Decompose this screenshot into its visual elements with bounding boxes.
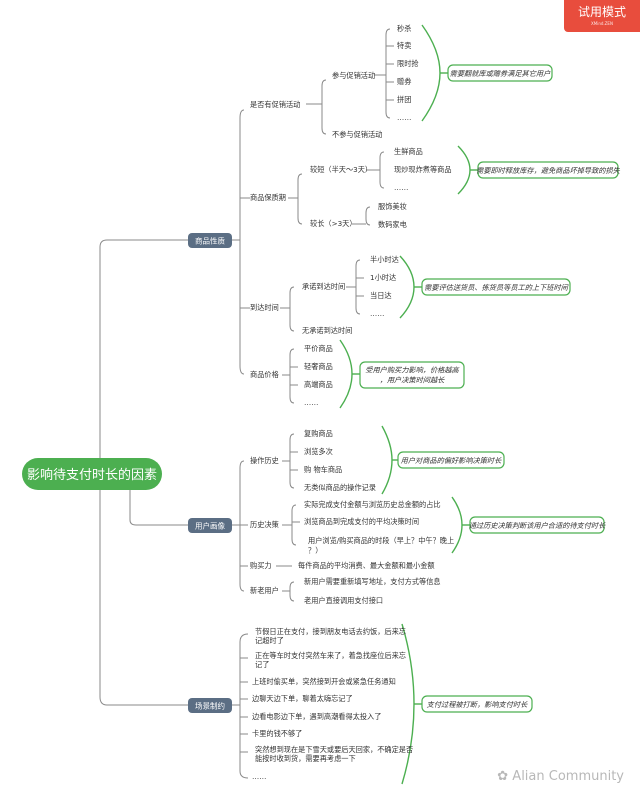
wechat-icon: ✿ <box>497 769 513 784</box>
shelf-long-item: 服饰美妆 <box>378 202 407 211</box>
scene-item: 卡里的钱不够了 <box>252 729 302 738</box>
arrival-item: 当日达 <box>370 291 392 300</box>
newold-label: 新老用户 <box>250 586 279 595</box>
price-note-line-1: 受用户购买力影响，价格越高 <box>365 366 460 375</box>
scene-item-line: 记了 <box>255 660 269 669</box>
scene-item: …… <box>252 772 266 781</box>
shelf-note-box <box>477 161 619 179</box>
scene-item-line: 正在等车时支付突然车来了，着急找座位后来忘 <box>255 651 406 660</box>
promo-label: 是否有促销活动 <box>250 100 300 109</box>
scene-item: 上班时偷买单，突然接到开会或紧急任务通知 <box>252 677 396 686</box>
shelf-short-item: …… <box>394 183 408 192</box>
promo-item: 秒杀 <box>397 24 411 33</box>
trial-mode-badge: 试用模式 XMind.ZEN <box>564 0 640 32</box>
community-watermark-text: Alian Community <box>512 769 624 784</box>
promo-item: 拼团 <box>397 95 411 104</box>
promo-note: 需要翻就库或赠券满足其它用户 <box>450 69 551 78</box>
promo-item: 特卖 <box>397 41 411 50</box>
trial-mode-label: 试用模式 <box>577 5 626 19</box>
promo-item: 限时抢 <box>397 59 419 68</box>
history-note: 用户对商品的偏好影响决策时长 <box>401 456 502 465</box>
decision-item: 实际完成支付金额与浏览历史总金额的占比 <box>304 500 441 509</box>
arrival-item: 半小时达 <box>370 255 399 264</box>
arrival-label: 到达时间 <box>250 303 279 312</box>
promo-yes-label: 参与促销活动 <box>332 71 375 80</box>
newold-item: 新用户需要重新填写地址，支付方式等信息 <box>304 577 441 586</box>
arrival-no-label: 无承诺到达时间 <box>302 326 352 335</box>
price-note-line-2: ，用户决策时间越长 <box>380 376 446 385</box>
arrival-note: 需要评估送货员、拣货员等员工的上下班时间 <box>424 283 569 292</box>
root-node <box>22 458 162 490</box>
scene-item-line: 节假日正在支付，接到朋友电话去约饭，后来忘 <box>255 627 406 636</box>
newold-item: 老用户直接调用支付接口 <box>304 596 383 605</box>
summary-brackets <box>339 24 478 785</box>
history-item: 无类似商品的操作记录 <box>304 483 376 492</box>
arrival-item: …… <box>370 309 384 318</box>
arrival-item: 1小时达 <box>370 273 396 282</box>
history-label: 操作历史 <box>250 456 279 465</box>
price-label: 商品价格 <box>250 370 280 379</box>
price-item: 轻奢商品 <box>304 362 333 371</box>
scene-item-line: 记超时了 <box>255 636 284 645</box>
arrival-promise-label: 承诺到达时间 <box>302 282 345 291</box>
decision-note: 通过历史决策判断该用户合适的待支付时长 <box>469 521 606 530</box>
promo-note-box <box>447 64 553 82</box>
shelf-short-item: 生鲜商品 <box>394 147 423 156</box>
history-item: 复购商品 <box>304 429 333 438</box>
shelf-long-label: 较长（>3天） <box>310 219 357 228</box>
hub-user-profile-label: 用户画像 <box>195 521 225 531</box>
shelf-short-label: 较短（半天～3天） <box>310 165 372 174</box>
hub-scene-constraint <box>188 698 232 713</box>
scene-item: 边看电影边下单，遇到高潮看得太投入了 <box>252 712 381 721</box>
price-item: 高端商品 <box>304 380 333 389</box>
scene-note-box <box>421 695 533 713</box>
power-label: 购买力 <box>250 561 272 570</box>
hub-product-nature-label: 商品性质 <box>195 236 225 246</box>
shelf-short-item: 现炒现炸煮等商品 <box>394 165 452 174</box>
shelf-label: 商品保质期 <box>250 193 286 202</box>
scene-item-line: 能按时收到货，需要再考虑一下 <box>255 754 356 763</box>
hub-user-profile <box>188 518 232 533</box>
promo-no-label: 不参与促销活动 <box>332 130 382 139</box>
decision-note-box <box>469 516 605 534</box>
promo-item: …… <box>397 113 411 122</box>
power-desc: 每件商品的平均消费、最大金额和最小金额 <box>298 561 435 570</box>
price-item: …… <box>304 398 318 407</box>
scene-item: 边聊天边下单，聊着太嗨忘记了 <box>252 694 353 703</box>
history-item: 浏览多次 <box>304 447 333 456</box>
community-watermark: ✿ Alian Community <box>497 769 624 784</box>
arrival-note-box <box>421 278 571 296</box>
scene-item-line: 突然想到现在是下雪天或要后天回家，不确定是否 <box>255 745 413 754</box>
price-item: 平价商品 <box>304 344 333 353</box>
decision-label: 历史决策 <box>250 520 279 529</box>
connector-lines <box>99 28 394 779</box>
decision-item-line-2: ？） <box>308 546 322 555</box>
shelf-short-note: 需要即时释放库存，避免商品坏掉导致的损失 <box>476 166 621 175</box>
decision-item: 浏览商品到完成支付的平均决策时间 <box>304 517 419 526</box>
hub-scene-constraint-label: 场景制约 <box>195 701 225 711</box>
scene-note: 支付过程被打断，影响支付时长 <box>427 700 528 709</box>
root-title: 影响待支付时长的因素 <box>27 467 157 483</box>
history-item: 购 物车商品 <box>304 465 342 474</box>
history-note-box <box>397 451 505 469</box>
note-boxes <box>359 64 619 713</box>
price-note-box <box>359 361 465 389</box>
hub-product-nature <box>188 233 232 248</box>
decision-item-line-1: 用户浏览/购买商品的时段（早上？中午？晚上 <box>308 536 454 545</box>
promo-item: 赠券 <box>397 77 411 86</box>
shelf-long-item: 数码家电 <box>378 220 407 229</box>
trial-mode-sub: XMind.ZEN <box>591 21 613 26</box>
